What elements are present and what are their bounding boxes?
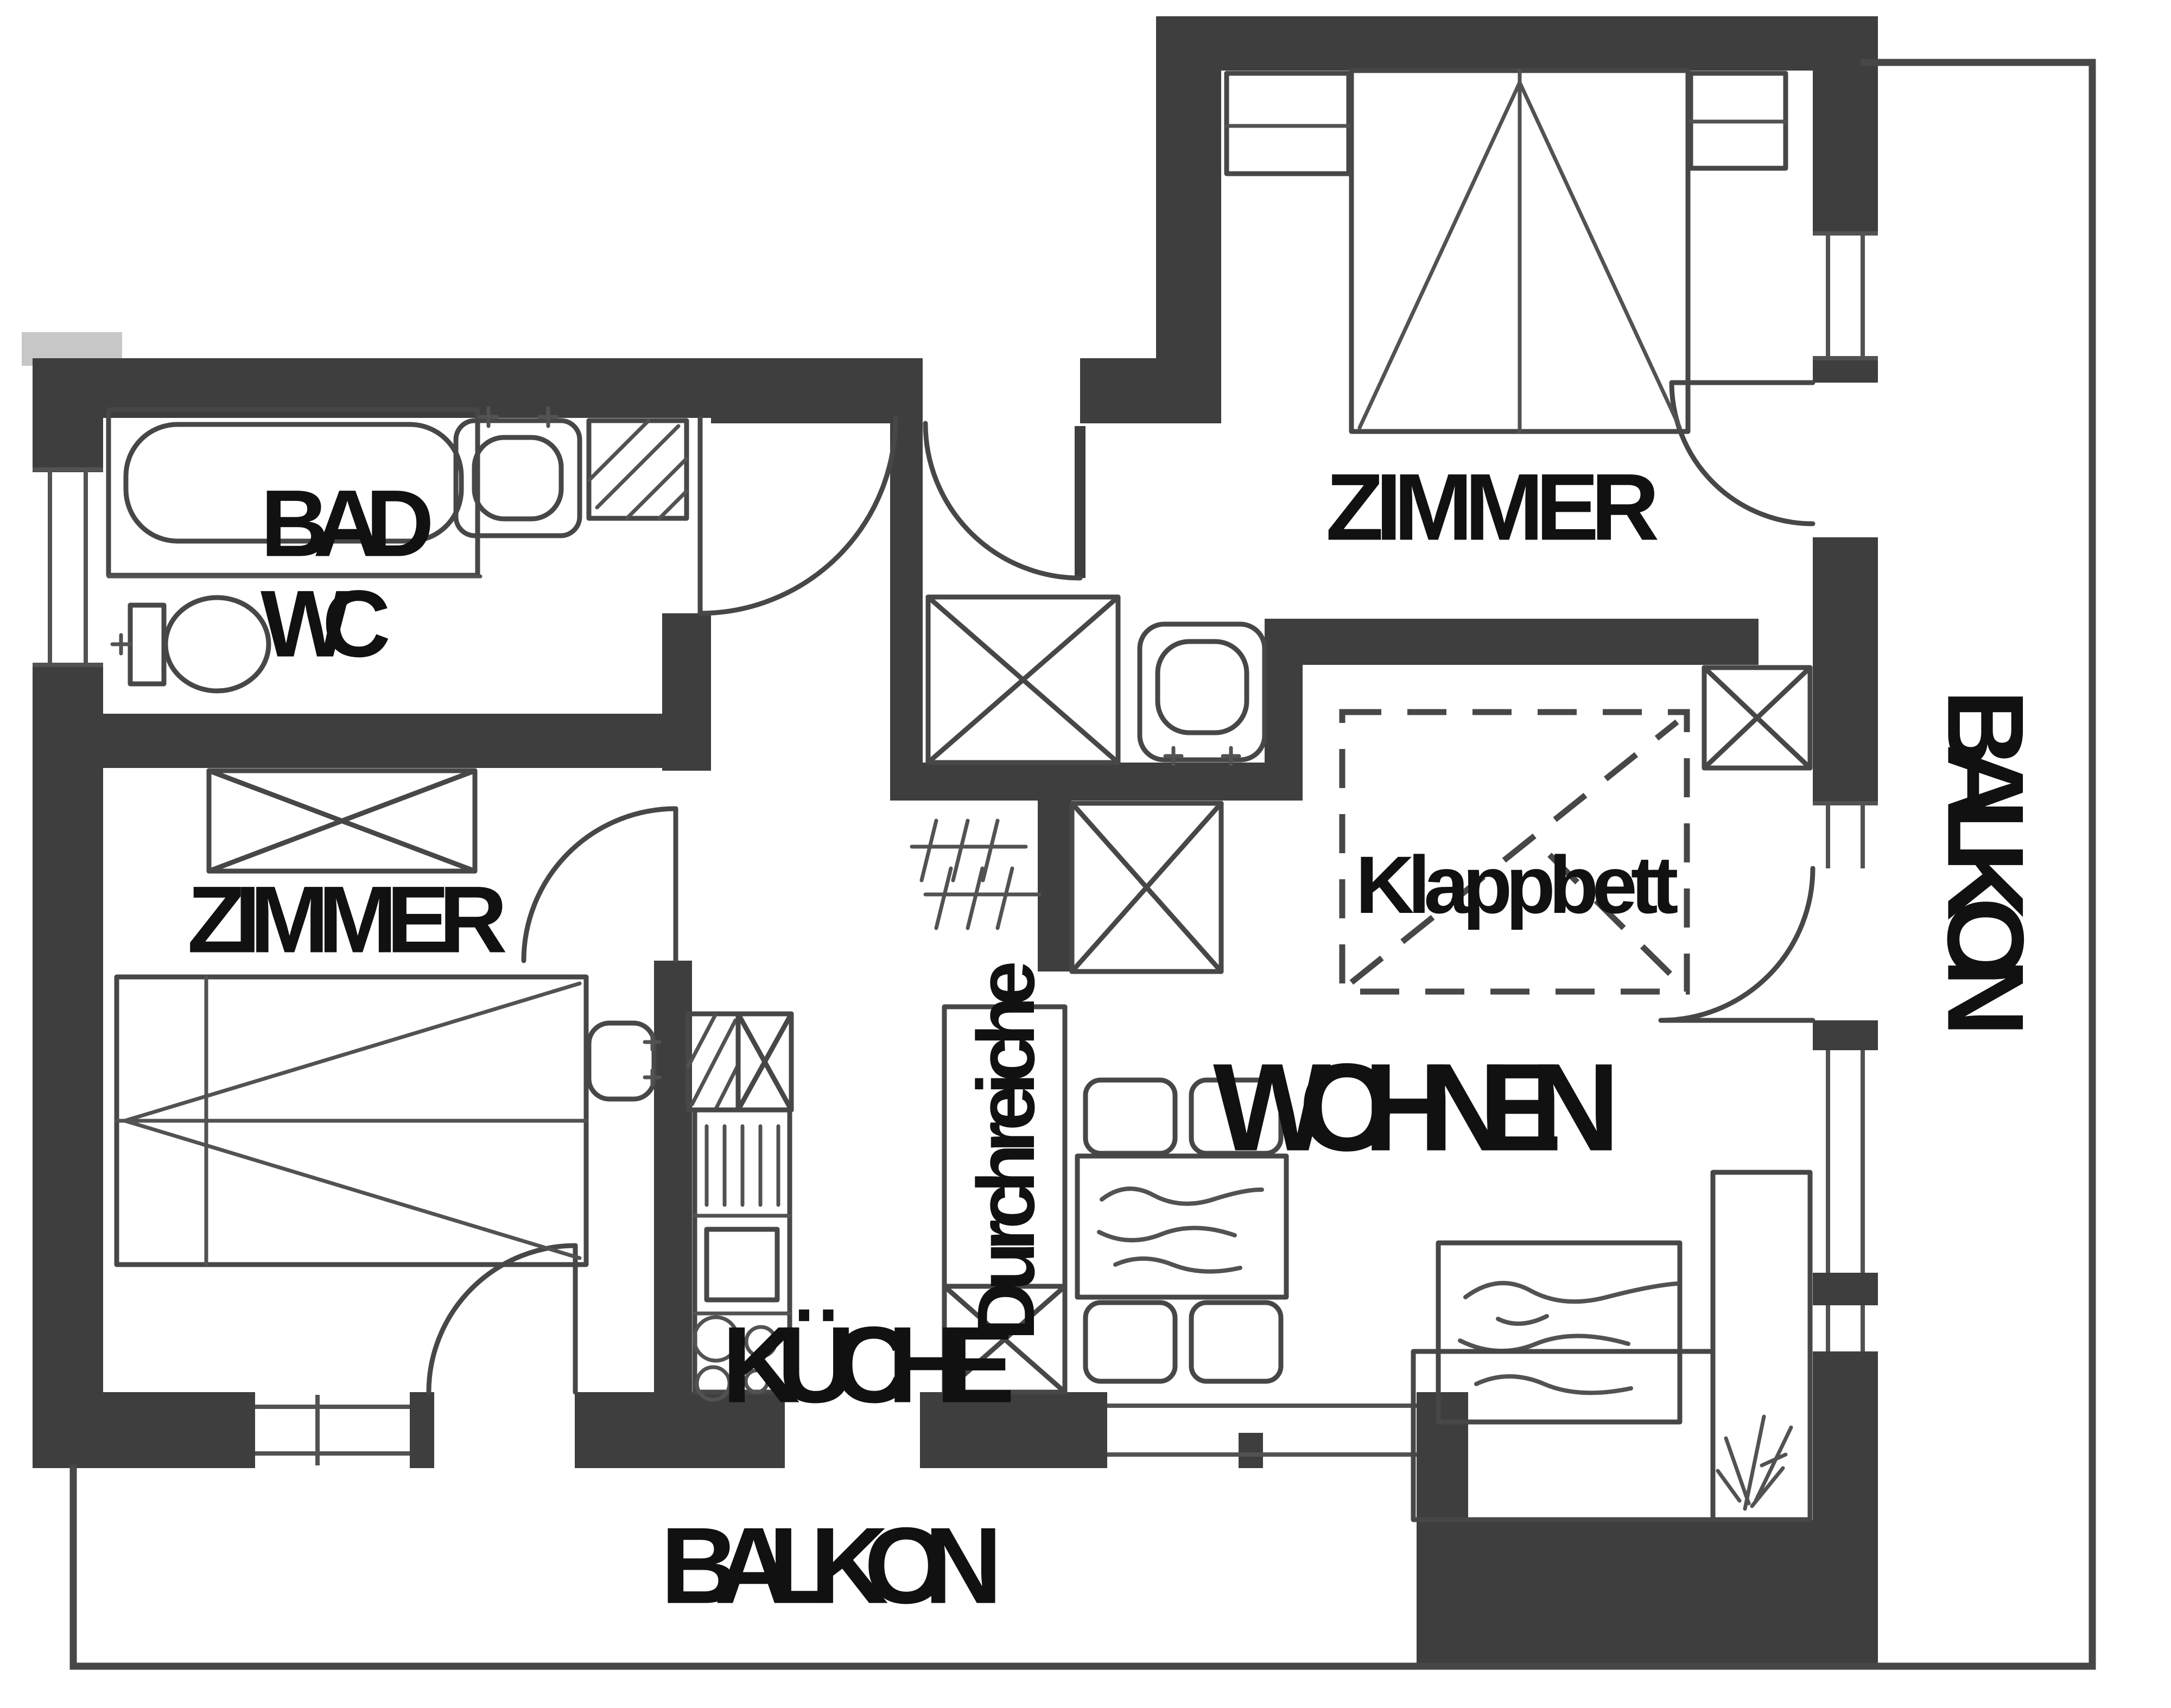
nightstand-left-icon xyxy=(1224,71,1351,176)
bathroom-fixtures xyxy=(106,406,689,694)
wall-right-1 xyxy=(1813,68,1878,233)
wall-step-bottom xyxy=(1417,1392,1468,1525)
room-label-wc: WC xyxy=(261,572,391,677)
washbasin-corridor-icon xyxy=(1137,621,1267,766)
kitchen-fixtures xyxy=(685,1004,1068,1402)
room-label-balkon-right: BALKON xyxy=(1925,689,2046,1037)
room-label-kueche: KÜCHE xyxy=(722,1305,1015,1426)
door-bad xyxy=(697,415,898,616)
cabinet-klappbett-icon xyxy=(1702,665,1813,771)
klappbett-outline xyxy=(1339,709,1690,995)
feature-label-klappbett: Klappbett xyxy=(1356,839,1679,930)
labels: BAD WC ZIMMER ZIMMER KÜCHE WOHNEN Klappb… xyxy=(187,455,2046,1627)
bed-left xyxy=(114,974,589,1267)
coat-rack-icon xyxy=(910,818,1042,930)
kitchen-stove-icon xyxy=(704,1124,780,1207)
wall-wohnen-bottom xyxy=(1417,1520,1878,1666)
room-label-bad: BAD xyxy=(261,471,434,577)
wall-bottom-jamb xyxy=(410,1392,434,1468)
chair-bottom-right xyxy=(1189,1300,1284,1384)
door-zimmer-left xyxy=(521,806,678,963)
room-label-balkon-bottom: BALKON xyxy=(661,1506,1002,1627)
window-wohnen-right-2 xyxy=(1826,1050,1865,1273)
door-balcony-zimmer-top xyxy=(1669,380,1815,526)
window-zimmer-left-bottom xyxy=(255,1395,410,1465)
wall-bottom-b xyxy=(575,1392,785,1468)
kitchen-shaft-hatch-icon xyxy=(685,1011,741,1113)
wall-right-2 xyxy=(1813,358,1878,383)
window-bad-left xyxy=(33,467,103,667)
walls xyxy=(33,16,1878,1666)
wall-ne-left xyxy=(1156,68,1221,380)
wall-top-ne xyxy=(1156,16,1878,71)
rug xyxy=(1436,1240,1683,1425)
windows xyxy=(33,231,1878,1465)
feature-label-durchreiche: Durchreiche xyxy=(960,961,1051,1341)
wall-closet-stub xyxy=(1038,801,1071,972)
balcony-right-edge xyxy=(1861,59,2096,1670)
wall-left-lower xyxy=(33,665,103,1468)
dining-table xyxy=(1075,1153,1289,1300)
chair-top-left xyxy=(1083,1077,1178,1156)
balcony-bottom-edge xyxy=(69,1464,2096,1670)
wall-bottom-a xyxy=(33,1392,255,1468)
wall-corridor-top-right xyxy=(1080,358,1221,423)
balcony-outline xyxy=(69,59,2096,1670)
bathtub-icon xyxy=(106,407,483,579)
nightstand-right-icon xyxy=(1688,71,1788,171)
door-balcony-wohnen xyxy=(1658,866,1815,1023)
washbasin-zimmer-left-icon xyxy=(586,1020,662,1102)
wall-bottom-c xyxy=(920,1392,1107,1468)
wall-right-6 xyxy=(1813,1351,1878,1531)
kitchen-counter xyxy=(692,1107,792,1395)
bed-top xyxy=(1349,68,1691,434)
kitchen-cabinet-icon xyxy=(735,1011,794,1113)
chair-top-right xyxy=(1189,1077,1284,1156)
klappbett-group xyxy=(1339,665,1813,995)
window-ne-right xyxy=(1813,231,1878,360)
door-entry xyxy=(923,421,1086,581)
wall-right-5 xyxy=(1813,1273,1878,1305)
wall-corridor-bottom xyxy=(890,763,1300,801)
pass-through-counter xyxy=(942,1004,1068,1395)
dining-table-decor xyxy=(1097,1186,1264,1274)
corridor-furniture xyxy=(910,594,1267,974)
wardrobe-corridor-icon xyxy=(925,594,1121,765)
room-label-zimmer-top: ZIMMER xyxy=(1326,455,1660,561)
room-label-zimmer-left: ZIMMER xyxy=(187,867,507,973)
washbasin-bad-icon xyxy=(453,406,582,538)
dining-set xyxy=(1075,1077,1289,1384)
window-wohnen-bottom xyxy=(1107,1404,1417,1457)
wall-kitchen-divider xyxy=(654,961,692,1395)
wall-corridor-top-left xyxy=(711,358,923,423)
wall-right-3 xyxy=(1813,537,1878,803)
closet-corridor-icon xyxy=(1069,801,1224,974)
toilet-icon xyxy=(110,595,271,694)
doors xyxy=(426,380,1815,1395)
chair-bottom-left xyxy=(1083,1300,1178,1384)
living-furniture xyxy=(1411,1170,1813,1522)
room-label-wohnen: WOHNEN xyxy=(1213,1038,1620,1177)
door-balcony-zimmer-left xyxy=(426,1243,578,1395)
wardrobe-left-icon xyxy=(206,768,478,874)
window-wohnen-right-1 xyxy=(1813,801,1878,868)
wall-bath-zimmer-divider xyxy=(33,714,711,768)
kitchen-hob-icon xyxy=(692,1315,778,1402)
wall-window-stub xyxy=(1239,1433,1263,1468)
zimmer-left-furniture xyxy=(114,768,662,1267)
window-wohnen-right-3 xyxy=(1826,1305,1865,1351)
wall-step-connector xyxy=(1265,619,1303,801)
wall-right-4 xyxy=(1813,1020,1878,1050)
shaft-hatch-icon xyxy=(586,418,689,521)
plant-icon xyxy=(1716,1414,1793,1511)
wall-entry-jamb xyxy=(890,423,923,801)
zimmer-top-furniture xyxy=(1224,68,1788,434)
wall-left-upper xyxy=(33,410,103,472)
wall-klappbett-niche xyxy=(1303,619,1759,665)
kitchen-sink-icon xyxy=(704,1227,780,1303)
sofa xyxy=(1411,1170,1813,1522)
klappbett-fold-lines xyxy=(1349,719,1679,985)
